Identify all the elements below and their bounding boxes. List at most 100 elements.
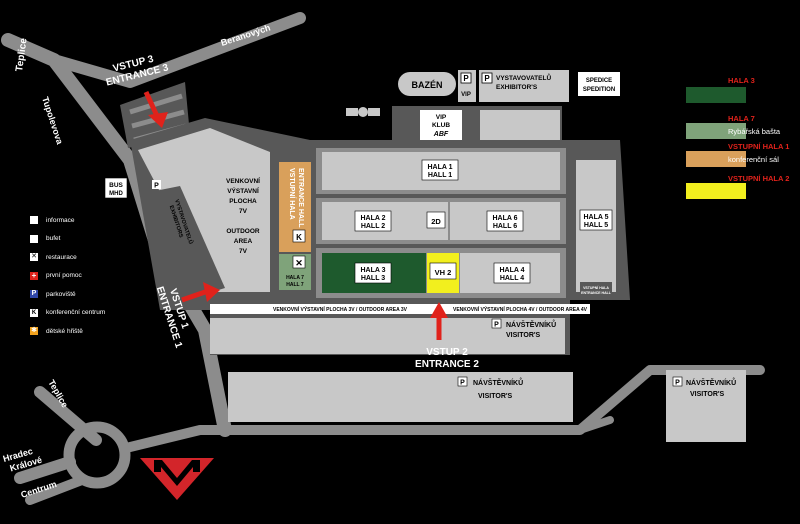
legend-item: ✱ dětské hřiště <box>30 323 150 339</box>
hall-key-hala3: HALA 3 <box>686 76 755 103</box>
parking-letter-v2: P <box>460 380 465 387</box>
hala6-label-2: HALL 6 <box>493 223 517 230</box>
parking-letter-exhibitors: P <box>484 74 490 83</box>
key-sub: konferenční sál <box>728 154 779 164</box>
legend-label: bufet <box>46 235 61 242</box>
parkoviste-icon: P <box>30 290 38 298</box>
hala-2-label-box <box>354 210 392 232</box>
road-centrum <box>25 475 87 505</box>
hall-key-vstupni-hala-2: VSTUPNÍ HALA 2 <box>686 174 789 199</box>
legend-item: ✕ restaurace <box>30 249 150 265</box>
vstupni-hala-1-label-2: ENTRANCE HALL <box>297 168 304 228</box>
vip-klub-label-3: ABF <box>433 131 449 138</box>
metro-logo <box>140 458 214 500</box>
entrance-3-arrow <box>143 90 168 128</box>
parking-letter-side: P <box>154 183 159 190</box>
road-hradec <box>14 456 76 484</box>
key-swatch-hala7 <box>686 123 746 139</box>
entrance-2-label-2: ENTRANCE 2 <box>415 359 479 370</box>
hala3-label-2: HALL 3 <box>361 275 385 282</box>
key-swatch-hala3 <box>686 87 746 103</box>
navstevniku-1a: NÁVŠTĚVNÍKŮ <box>506 319 556 329</box>
visitors-parking-1 <box>210 318 565 354</box>
outdoor-3v-4v-strip <box>210 304 590 314</box>
visitors-parking-2 <box>228 372 573 422</box>
visitors-parking-2-sign <box>457 376 468 387</box>
road-beranovych <box>48 12 306 88</box>
entrance-2-label-1: VSTUP 2 <box>426 347 468 358</box>
bazen-building <box>398 72 456 96</box>
legend-label: první pomoc <box>46 272 82 279</box>
key-sub: Rybářská bašta <box>728 126 781 136</box>
legend-label: parkoviště <box>46 290 76 298</box>
key-swatch-vstupni-hala-2 <box>686 183 746 199</box>
legend-label: informace <box>46 216 75 224</box>
key-title: HALA 7 <box>728 114 755 123</box>
hala-5-label-box <box>579 209 613 231</box>
visitors-parking-3-sign <box>672 376 683 387</box>
legend-label: dětské hřiště <box>46 327 83 335</box>
bus-stop <box>104 177 128 199</box>
vip-klub-label-2: KLUB <box>432 122 450 129</box>
spedition-label: SPEDITION <box>583 87 615 93</box>
spedice-building <box>578 72 620 96</box>
konferencni-centrum-icon: K <box>30 308 38 317</box>
legend-item: bufet <box>30 231 150 247</box>
venkovni-label-2: VÝSTAVNÍ <box>227 186 259 195</box>
spedice-label: SPEDICE <box>586 78 612 84</box>
vip-klub-label-1: VIP <box>436 114 447 121</box>
key-title: VSTUPNÍ HALA 1 <box>728 142 790 151</box>
detske-hriste-icon: ✱ <box>30 327 38 335</box>
bus-label-2: MHD <box>109 191 123 197</box>
key-title: HALA 3 <box>728 76 755 85</box>
hala-5-entrance <box>580 282 612 298</box>
exhibitors-top-building <box>479 70 569 102</box>
hala1-label-2: HALL 1 <box>428 172 452 179</box>
navstevniku-2b: VISITOR'S <box>478 393 513 400</box>
hala5-entrance-label-2: ENTRANCE HALL <box>581 291 612 295</box>
vip-label: VIP <box>461 92 471 98</box>
hala-3-label-box <box>354 262 392 284</box>
parking-letter-vip: P <box>463 74 469 83</box>
entrance-1-arrow <box>181 282 220 303</box>
conference-icon-box <box>292 229 306 243</box>
bus-label-1: BUS <box>109 182 123 189</box>
informace-icon <box>30 216 38 224</box>
street-tupolevova: Tupolevova <box>40 96 65 147</box>
key-title: VSTUPNÍ HALA 2 <box>728 174 790 183</box>
venkovni-label-1: VENKOVNÍ <box>226 176 260 185</box>
hala1-label-1: HALA 1 <box>427 164 452 171</box>
hala-6-label-box <box>486 210 524 232</box>
hala5-entrance-label-1: VSTUPNÍ HALA <box>583 285 609 290</box>
vh2-label-box <box>429 262 457 280</box>
navstevniku-2a: NÁVŠTĚVNÍKŮ <box>473 377 523 387</box>
hala-4-label-box <box>493 262 531 284</box>
vstupni-hala-1-label-1: VSTUPNÍ HALA <box>288 168 297 220</box>
label-2d: 2D <box>431 217 441 226</box>
legend-item: + první pomoc <box>30 268 150 284</box>
outdoor-label-3: 7V <box>239 248 248 255</box>
hala2-label-1: HALA 2 <box>360 215 385 222</box>
legend-item: informace <box>30 212 150 228</box>
label-2d-box <box>426 211 446 229</box>
legend-item: K konferenční centrum <box>30 305 150 321</box>
outdoor-3v-label: VENKOVNÍ VÝSTAVNÍ PLOCHA 3V / OUTDOOR AR… <box>273 305 408 313</box>
legend-label: restaurace <box>46 253 77 261</box>
top-grey-block <box>480 110 560 140</box>
outdoor-4v-label: VENKOVNÍ VÝSTAVNÍ PLOCHA 4V / OUTDOOR AR… <box>453 305 588 313</box>
hala4-label-2: HALL 4 <box>500 275 524 282</box>
vip-parking-sign <box>460 72 472 84</box>
visitors-parking-1-sign <box>491 318 502 329</box>
navstevniku-1b: VISITOR'S <box>506 332 541 339</box>
prvni-pomoc-icon: + <box>30 270 38 280</box>
hall-key-hala7: HALA 7 Rybářská bašta <box>686 114 780 139</box>
vip-klub-building <box>420 110 462 140</box>
parking-letter-v1: P <box>494 322 499 329</box>
venkovni-label-3: PLOCHA <box>229 198 257 205</box>
hala4-label-1: HALA 4 <box>499 267 524 274</box>
hala3-label-1: HALA 3 <box>360 267 385 274</box>
hala6-label-1: HALA 6 <box>492 215 517 222</box>
bufet-icon <box>30 234 38 243</box>
road-visitors <box>576 416 614 434</box>
